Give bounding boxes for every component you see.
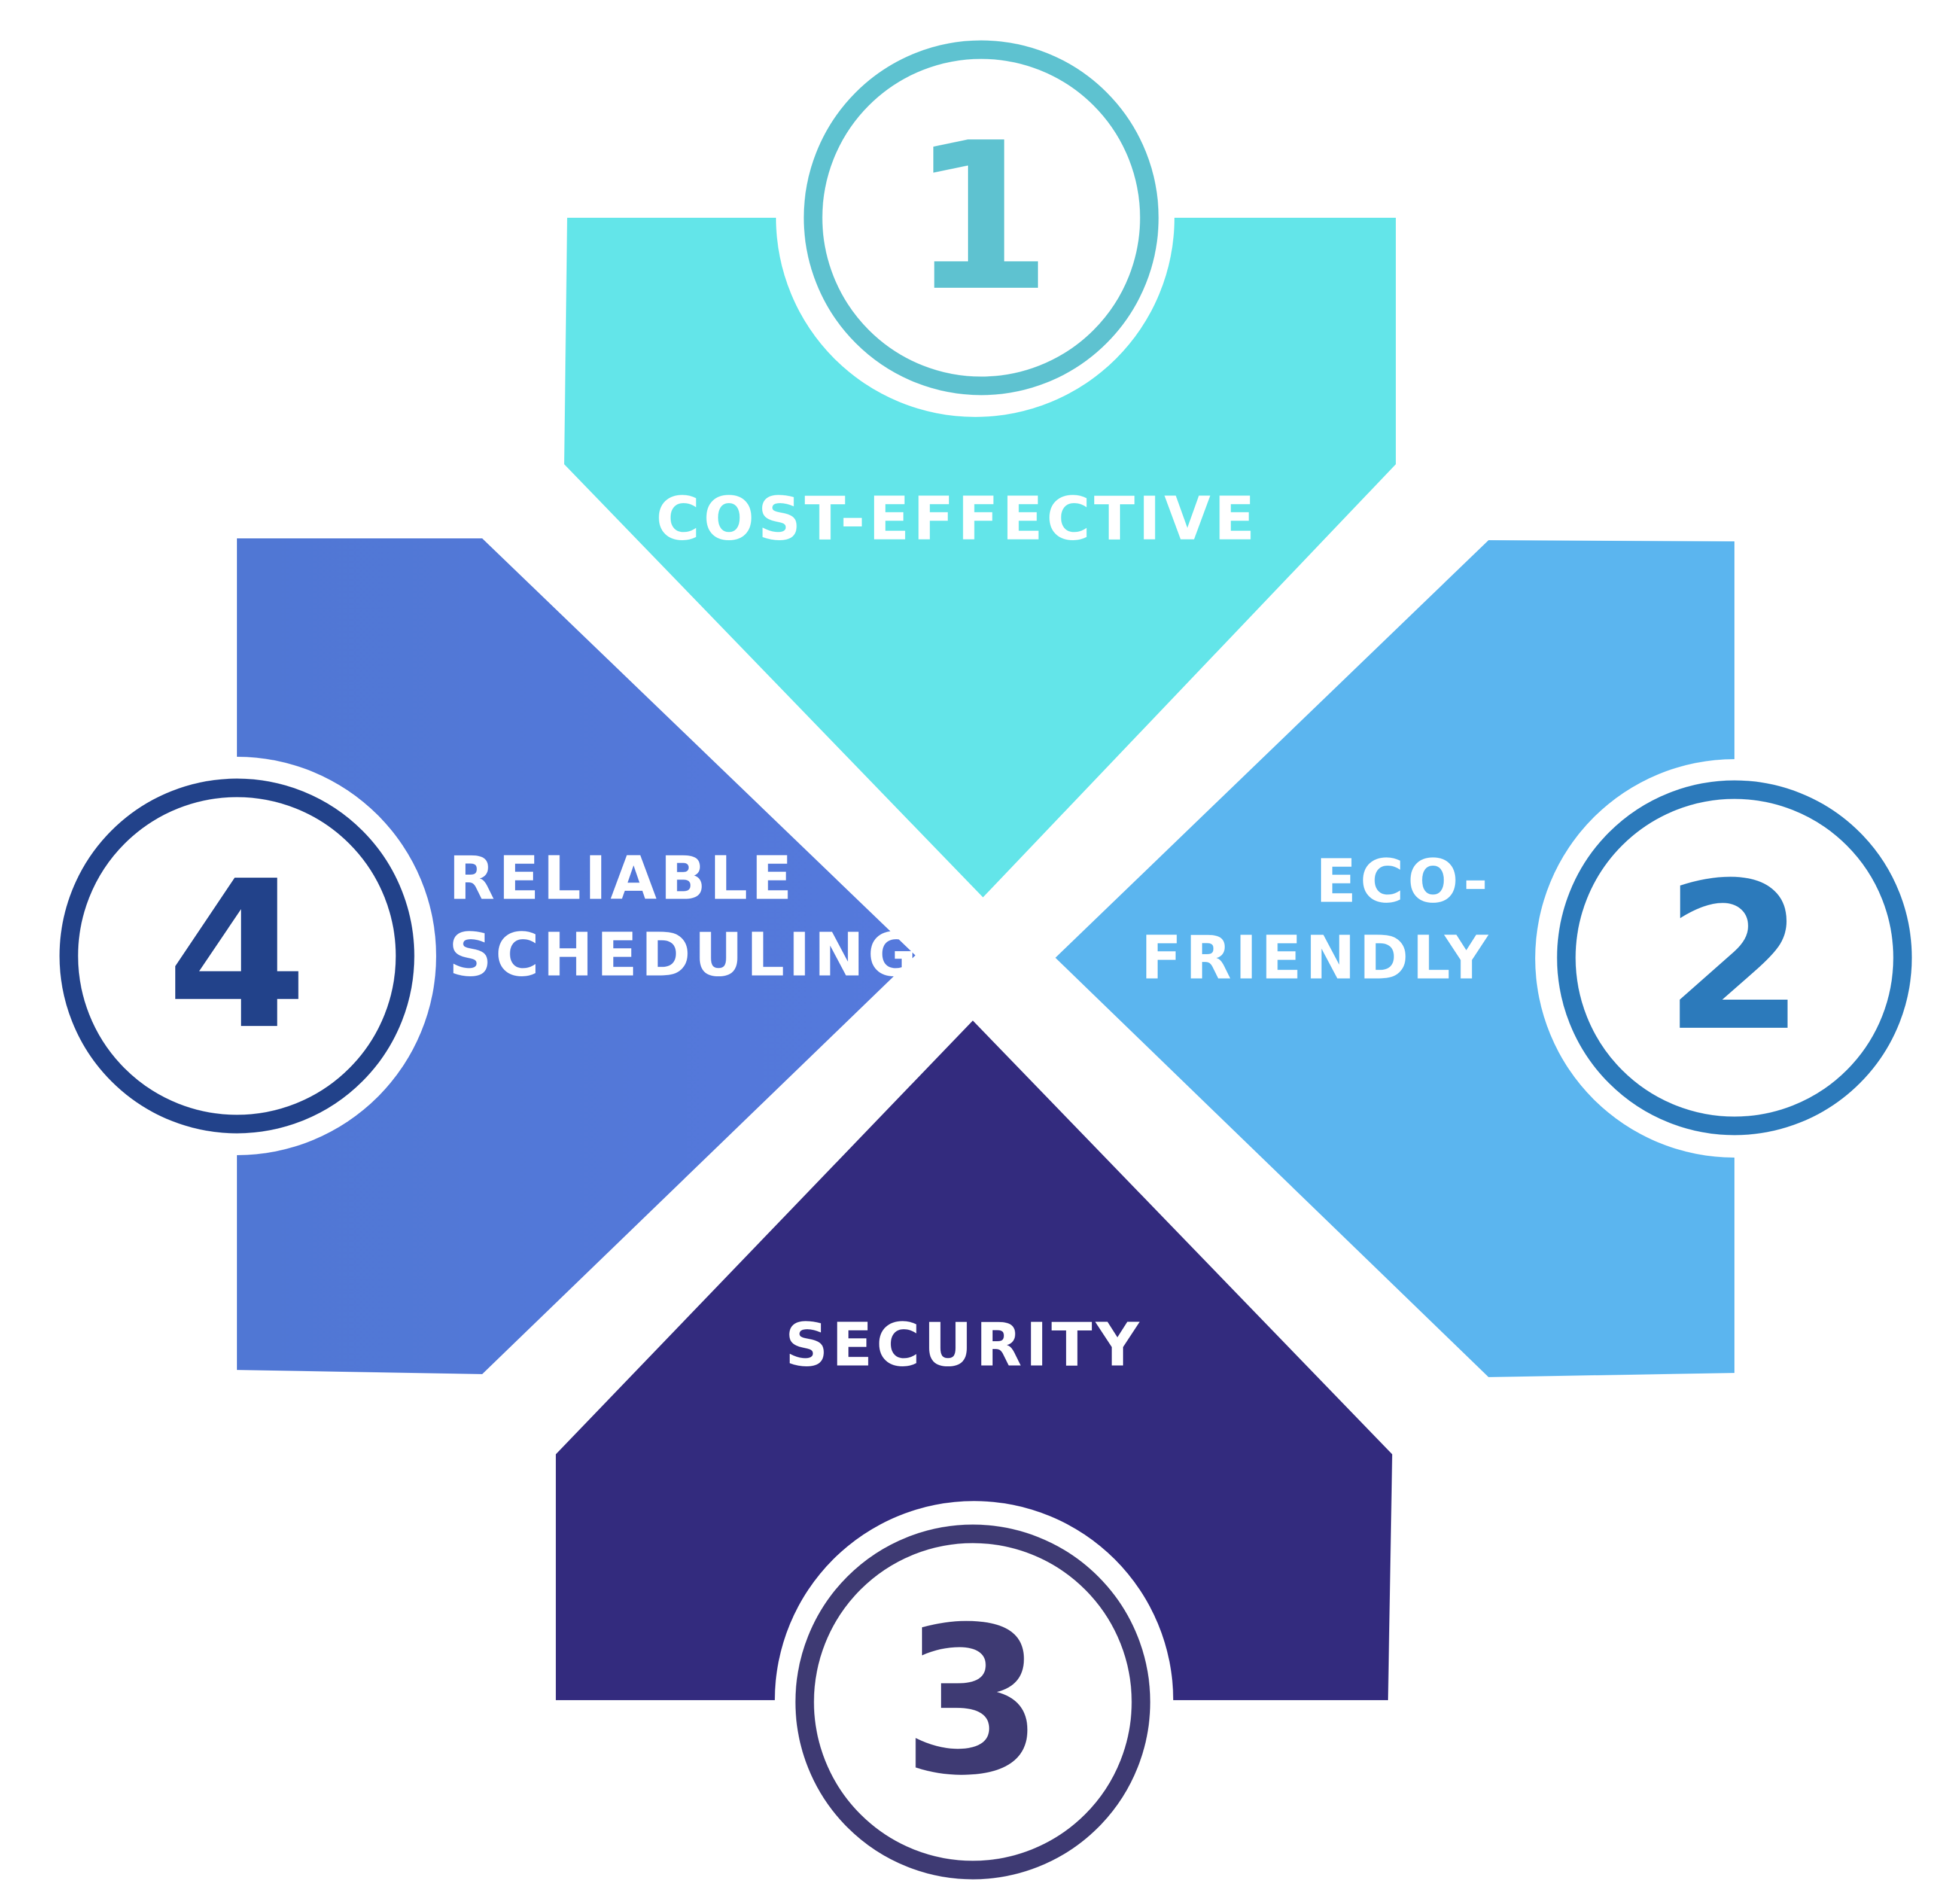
security-number: 3 — [902, 1584, 1044, 1820]
segment-cost-effective: 1 COST-EFFECTIVE — [564, 40, 1396, 897]
cost-effective-shape — [564, 218, 1396, 897]
eco-friendly-number-circle — [1557, 780, 1912, 1135]
reliable-scheduling-label-line-2: SCHEDULING — [449, 920, 920, 990]
reliable-scheduling-label-line-1: RELIABLE — [449, 843, 796, 913]
eco-friendly-shape — [1055, 540, 1734, 1377]
security-label: SECURITY — [785, 1310, 1143, 1380]
security-number-circle — [795, 1524, 1151, 1880]
eco-friendly-label-line-1: ECO- — [1316, 846, 1492, 916]
cost-effective-number-circle — [804, 40, 1159, 395]
reliable-scheduling-number: 4 — [166, 838, 308, 1074]
security-shape — [556, 1021, 1392, 1700]
eco-friendly-label-line-2: FRIENDLY — [1141, 923, 1492, 993]
cost-effective-number: 1 — [911, 99, 1052, 336]
reliable-scheduling-shape — [237, 538, 915, 1374]
reliable-scheduling-number-circle — [59, 778, 415, 1134]
eco-friendly-number: 2 — [1664, 839, 1806, 1076]
segment-eco-friendly: 2 ECO- FRIENDLY — [1055, 540, 1912, 1377]
segment-reliable-scheduling: 4 RELIABLE SCHEDULING — [59, 538, 920, 1374]
segment-security: 3 SECURITY — [556, 1021, 1392, 1880]
cost-effective-label: COST-EFFECTIVE — [656, 484, 1258, 554]
